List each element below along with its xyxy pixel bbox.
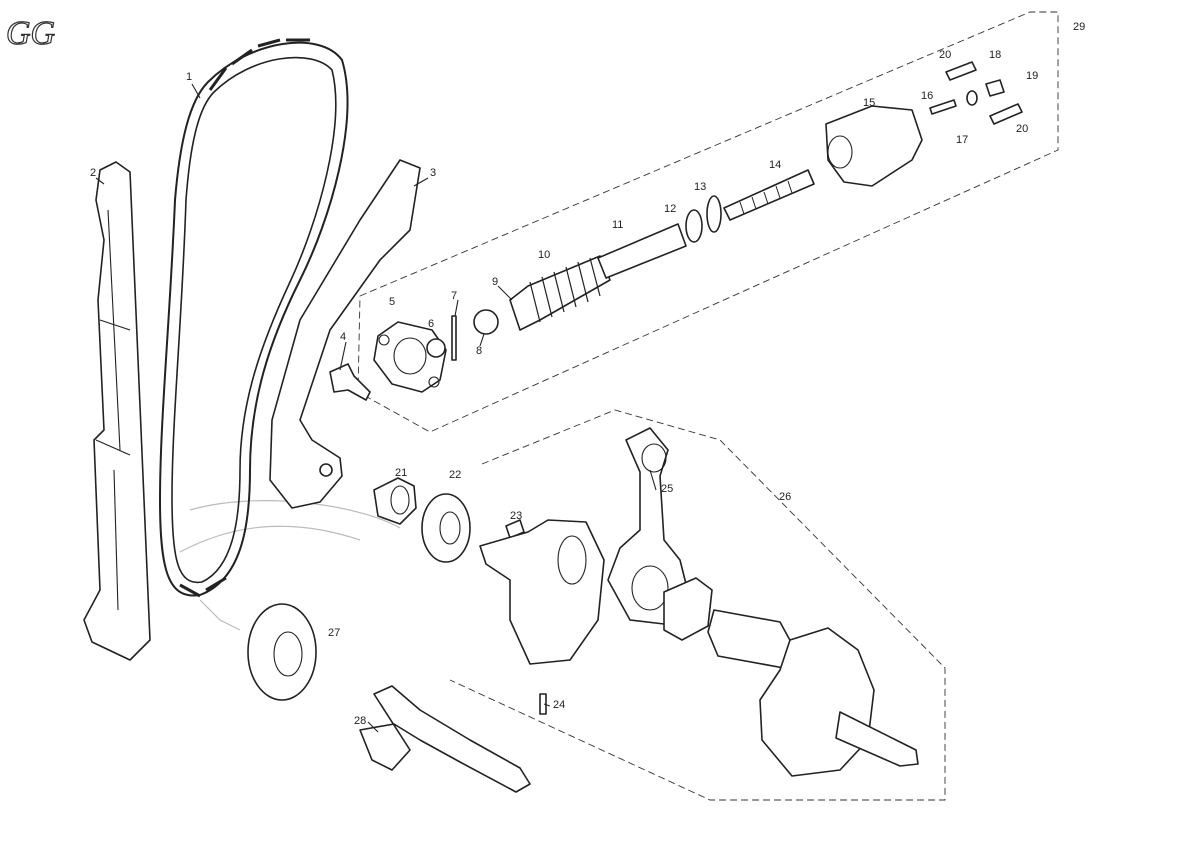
- callout-23: 23: [510, 510, 522, 522]
- callout-15: 15: [863, 97, 875, 109]
- callout-5: 5: [389, 296, 395, 308]
- callout-21: 21: [395, 467, 407, 479]
- leader-lines: [95, 83, 657, 733]
- dowel-pin: [539, 693, 547, 715]
- callout-18: 18: [989, 49, 1001, 61]
- callout-10: 10: [538, 249, 550, 261]
- crank-pin: [707, 609, 793, 669]
- crank-bearing: [373, 477, 417, 525]
- plug-bolt: [985, 79, 1005, 97]
- crankshaft-left: [479, 519, 605, 665]
- bolt-upper: [945, 61, 977, 81]
- rod-washer: [706, 195, 722, 233]
- callout-29: 29: [1073, 21, 1085, 33]
- tensioner-body: [825, 105, 923, 187]
- callout-25: 25: [661, 483, 673, 495]
- timing-chain-inner: [171, 56, 337, 584]
- callout-2: 2: [90, 167, 96, 179]
- callout-3: 3: [430, 167, 436, 179]
- needle-bearing: [663, 577, 713, 641]
- callout-28: 28: [354, 715, 366, 727]
- chain-tensioner-guide: [269, 159, 421, 509]
- callout-27: 27: [328, 627, 340, 639]
- balancer-shaft: [359, 685, 531, 793]
- crankshaft-group-outline: [449, 409, 946, 801]
- callout-13: 13: [694, 181, 706, 193]
- woodruff-key: [505, 519, 525, 539]
- rod-collar: [685, 209, 703, 243]
- pin: [451, 315, 457, 361]
- callout-12: 12: [664, 203, 676, 215]
- callout-4: 4: [340, 331, 346, 343]
- callout-16: 16: [921, 90, 933, 102]
- timing-sprocket: [247, 603, 317, 701]
- callout-11: 11: [612, 219, 623, 231]
- brand-logo: GG: [6, 15, 55, 52]
- guide-pivot-hole: [319, 463, 333, 477]
- crank-sprocket: [421, 493, 471, 563]
- key: [929, 99, 957, 115]
- crankshaft-right-shaft: [835, 711, 919, 767]
- washer: [966, 90, 978, 106]
- callout-20-upper: 20: [939, 49, 951, 61]
- tensioner-spring: [529, 257, 601, 323]
- gasket: [373, 321, 447, 393]
- threaded-shaft: [723, 169, 815, 221]
- callout-17: 17: [956, 134, 968, 146]
- callout-7: 7: [451, 290, 457, 302]
- o-ring: [426, 338, 446, 358]
- callout-6: 6: [428, 318, 434, 330]
- callout-14: 14: [769, 159, 781, 171]
- tensioner-rod: [597, 223, 687, 279]
- callout-9: 9: [492, 276, 498, 288]
- shaft-threads: [739, 180, 793, 215]
- timing-chain: [159, 41, 349, 597]
- chain-guide-left: [83, 161, 151, 661]
- callout-22: 22: [449, 469, 461, 481]
- bolt-lower: [989, 103, 1023, 125]
- callout-26: 26: [779, 491, 791, 503]
- plug-cap: [473, 309, 499, 335]
- callout-1: 1: [186, 71, 192, 83]
- callout-20-lower: 20: [1016, 123, 1028, 135]
- callout-19: 19: [1026, 70, 1038, 82]
- tensioner-plunger: [509, 255, 611, 331]
- callout-labels: 1 2 3 4 5 6 7 8 9 10 11 12 13 14 15 16 1…: [90, 21, 1085, 727]
- callout-24: 24: [553, 699, 565, 711]
- pivot-bolt: [329, 363, 371, 401]
- callout-8: 8: [476, 345, 482, 357]
- chain-links: [179, 38, 310, 598]
